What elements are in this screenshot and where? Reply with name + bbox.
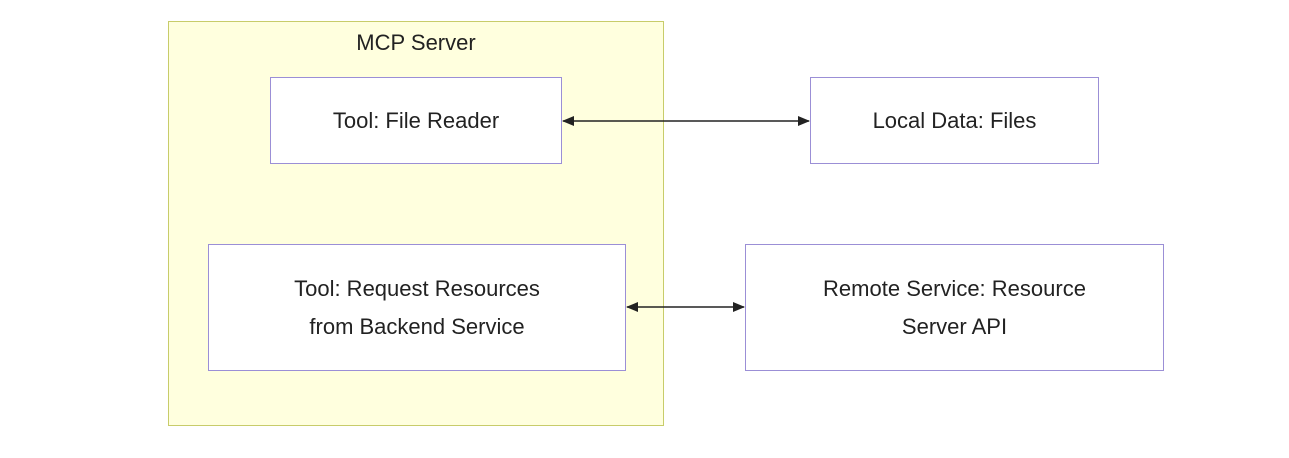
node-remote-service-line-2: Server API	[901, 313, 1008, 339]
node-request-resources: Tool: Request Resources from Backend Ser…	[208, 244, 626, 371]
mcp-server-title: MCP Server	[356, 30, 476, 55]
node-request-resources-line-2: from Backend Service	[309, 313, 525, 339]
node-local-data-files-label: Local Data: Files	[872, 107, 1037, 133]
node-remote-service-line-1: Remote Service: Resource	[823, 275, 1086, 301]
node-remote-service: Remote Service: Resource Server API	[745, 244, 1164, 371]
node-request-resources-line-1: Tool: Request Resources	[294, 275, 540, 301]
node-file-reader-label: Tool: File Reader	[332, 107, 500, 133]
node-file-reader: Tool: File Reader	[270, 77, 562, 164]
node-local-data-files: Local Data: Files	[810, 77, 1099, 164]
